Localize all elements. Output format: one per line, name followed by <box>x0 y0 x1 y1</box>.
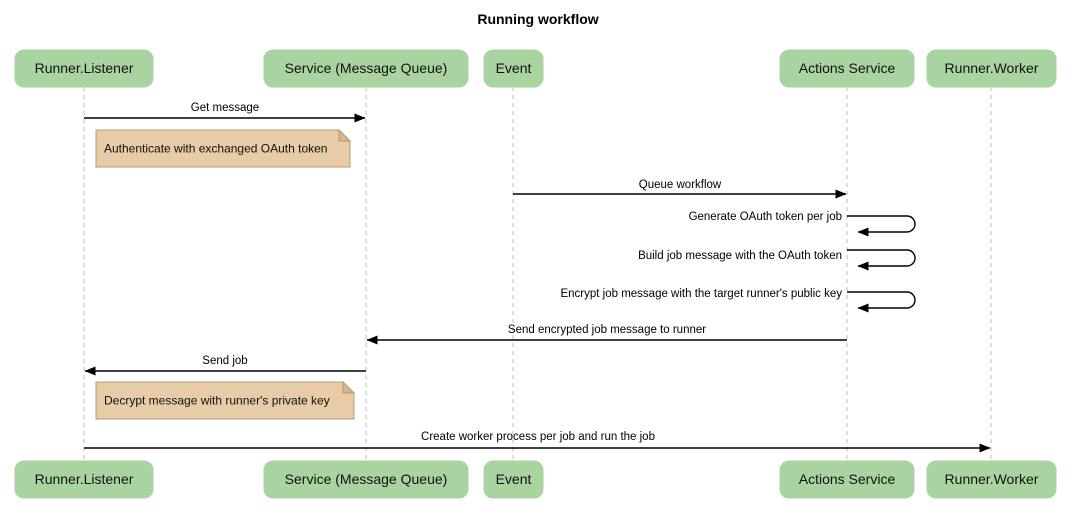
participant-box <box>779 49 915 88</box>
message-label: Create worker process per job and run th… <box>421 431 655 443</box>
message-label: Get message <box>191 102 259 114</box>
note-text: Authenticate with exchanged OAuth token <box>104 142 327 156</box>
participant-label: Runner.Worker <box>945 471 1039 487</box>
participant-label: Runner.Worker <box>945 60 1039 76</box>
note-fold-corner-icon <box>342 380 356 394</box>
page-title: Running workflow <box>477 11 598 27</box>
note-text: Decrypt message with runner's private ke… <box>104 394 330 408</box>
participants-bottom-layer: Runner.Listener Service (Message Queue) Ev… <box>14 460 1057 499</box>
participant-box <box>263 49 469 88</box>
message-label: Queue workflow <box>639 179 722 191</box>
participant-runner-worker-bottom[interactable]: Runner.Worker <box>926 460 1057 499</box>
self-loop-path <box>847 215 916 237</box>
participant-runner-listener-bottom[interactable]: Runner.Listener <box>14 460 154 499</box>
note-body <box>95 129 351 168</box>
participant-event-bottom[interactable]: Event <box>483 460 544 499</box>
notes-layer: Authenticate with exchanged OAuth tokenD… <box>95 128 356 420</box>
participant-box <box>779 460 915 499</box>
note-authenticate[interactable]: Authenticate with exchanged OAuth token <box>95 128 352 168</box>
message-label: Encrypt job message with the target runn… <box>560 288 842 300</box>
lifelines-layer <box>83 87 992 461</box>
message-send-encrypted-job-message[interactable]: Send encrypted job message to runner <box>366 324 847 345</box>
participant-actions-service-top[interactable]: Actions Service <box>779 49 915 88</box>
message-queue-workflow[interactable]: Queue workflow <box>513 179 847 199</box>
message-label: Send encrypted job message to runner <box>508 324 706 336</box>
participant-box <box>263 460 469 499</box>
self-loop-path <box>847 249 916 271</box>
participant-label: Runner.Listener <box>35 471 134 487</box>
participant-box <box>926 49 1057 88</box>
note-fold-corner-icon <box>338 128 352 142</box>
participant-box <box>483 460 544 499</box>
participant-box <box>926 460 1057 499</box>
participant-runner-listener-top[interactable]: Runner.Listener <box>14 49 154 88</box>
participant-label: Service (Message Queue) <box>285 60 448 76</box>
participant-actions-service-bottom[interactable]: Actions Service <box>779 460 915 499</box>
participant-label: Actions Service <box>799 471 896 487</box>
message-get-message[interactable]: Get message <box>84 102 366 123</box>
message-encrypt-job-message[interactable]: Encrypt job message with the target runn… <box>560 288 916 313</box>
participant-label: Actions Service <box>799 60 896 76</box>
participant-service-mq-bottom[interactable]: Service (Message Queue) <box>263 460 469 499</box>
note-body <box>95 381 355 420</box>
participants-top-layer: Runner.Listener Service (Message Queue) Ev… <box>14 49 1057 88</box>
message-generate-oauth-token[interactable]: Generate OAuth token per job <box>689 211 916 237</box>
participant-label: Service (Message Queue) <box>285 471 448 487</box>
participant-label: Event <box>496 471 532 487</box>
participant-box <box>14 460 154 499</box>
participant-box <box>483 49 544 88</box>
participant-service-mq-top[interactable]: Service (Message Queue) <box>263 49 469 88</box>
message-create-worker-process[interactable]: Create worker process per job and run th… <box>84 431 991 453</box>
message-send-job[interactable]: Send job <box>84 355 366 376</box>
message-label: Build job message with the OAuth token <box>638 250 842 262</box>
participant-runner-worker-top[interactable]: Runner.Worker <box>926 49 1057 88</box>
note-decrypt[interactable]: Decrypt message with runner's private ke… <box>95 380 356 420</box>
message-build-job-message[interactable]: Build job message with the OAuth token <box>638 249 916 271</box>
message-label: Generate OAuth token per job <box>689 211 842 223</box>
message-label: Send job <box>202 355 247 367</box>
participant-box <box>14 49 154 88</box>
participant-event-top[interactable]: Event <box>483 49 544 88</box>
participant-label: Event <box>496 60 532 76</box>
participant-label: Runner.Listener <box>35 60 134 76</box>
self-loop-path <box>847 291 916 313</box>
